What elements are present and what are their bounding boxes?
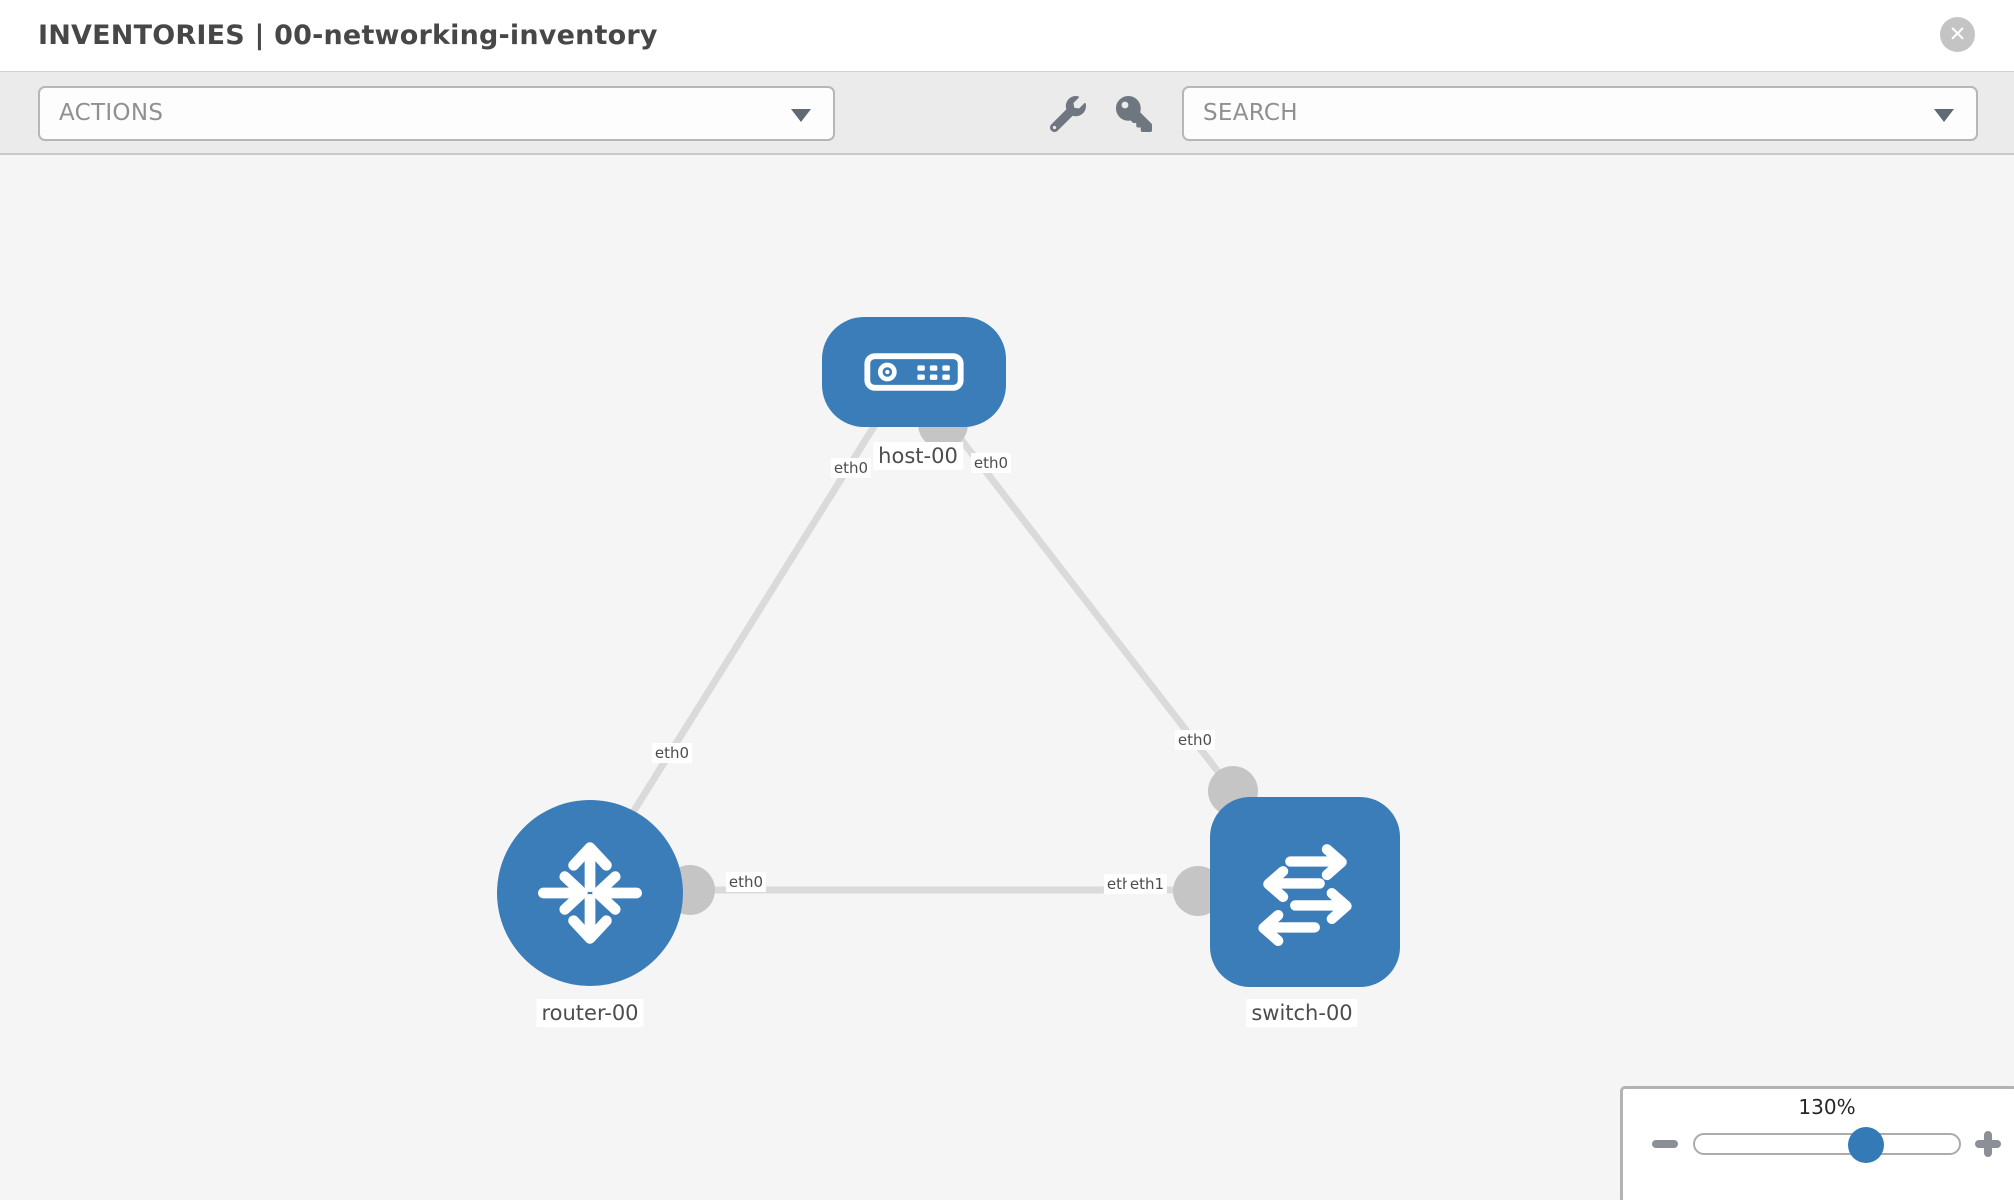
host-icon [864, 353, 964, 391]
zoom-slider-thumb[interactable] [1848, 1127, 1884, 1163]
zoom-control-panel: 130% [1620, 1086, 2014, 1200]
node-switch-00[interactable] [1210, 797, 1400, 987]
link-host-00-switch-00[interactable] [943, 417, 1236, 794]
node-router-00[interactable] [497, 800, 683, 986]
interface-label-eth0: eth0 [970, 453, 1012, 473]
plus-icon[interactable] [1975, 1131, 2001, 1157]
zoom-slider-track[interactable] [1693, 1133, 1961, 1155]
interface-label-eth1: eth1 [1126, 874, 1168, 894]
zoom-percentage: 130% [1798, 1095, 1856, 1119]
node-host-00[interactable] [822, 317, 1006, 427]
header-bar: INVENTORIES | 00-networking-inventory ✕ [0, 0, 2014, 72]
interface-label-eth0: eth0 [725, 872, 767, 892]
search-dropdown[interactable]: SEARCH [1182, 86, 1978, 141]
minus-icon[interactable] [1652, 1140, 1678, 1148]
page-title: INVENTORIES | 00-networking-inventory [38, 20, 658, 51]
node-label-switch-00: switch-00 [1246, 999, 1358, 1027]
interface-label-eth0: eth0 [1174, 730, 1216, 750]
interface-label-eth0: eth0 [651, 743, 693, 763]
node-label-host-00: host-00 [873, 442, 963, 470]
wrench-icon[interactable] [1049, 96, 1086, 133]
key-icon[interactable] [1116, 96, 1152, 132]
chevron-down-icon [791, 109, 811, 122]
node-label-router-00: router-00 [536, 999, 644, 1027]
chevron-down-icon [1934, 109, 1954, 122]
toolbar: ACTIONS SEARCH [0, 72, 2014, 155]
close-icon[interactable]: ✕ [1940, 17, 1975, 52]
actions-dropdown-label: ACTIONS [59, 100, 164, 126]
router-icon [538, 842, 642, 944]
topology-canvas[interactable] [0, 155, 2014, 1200]
interface-label-eth0: eth0 [830, 458, 872, 478]
search-dropdown-label: SEARCH [1203, 100, 1298, 126]
switch-icon [1258, 844, 1352, 946]
actions-dropdown[interactable]: ACTIONS [38, 86, 835, 141]
